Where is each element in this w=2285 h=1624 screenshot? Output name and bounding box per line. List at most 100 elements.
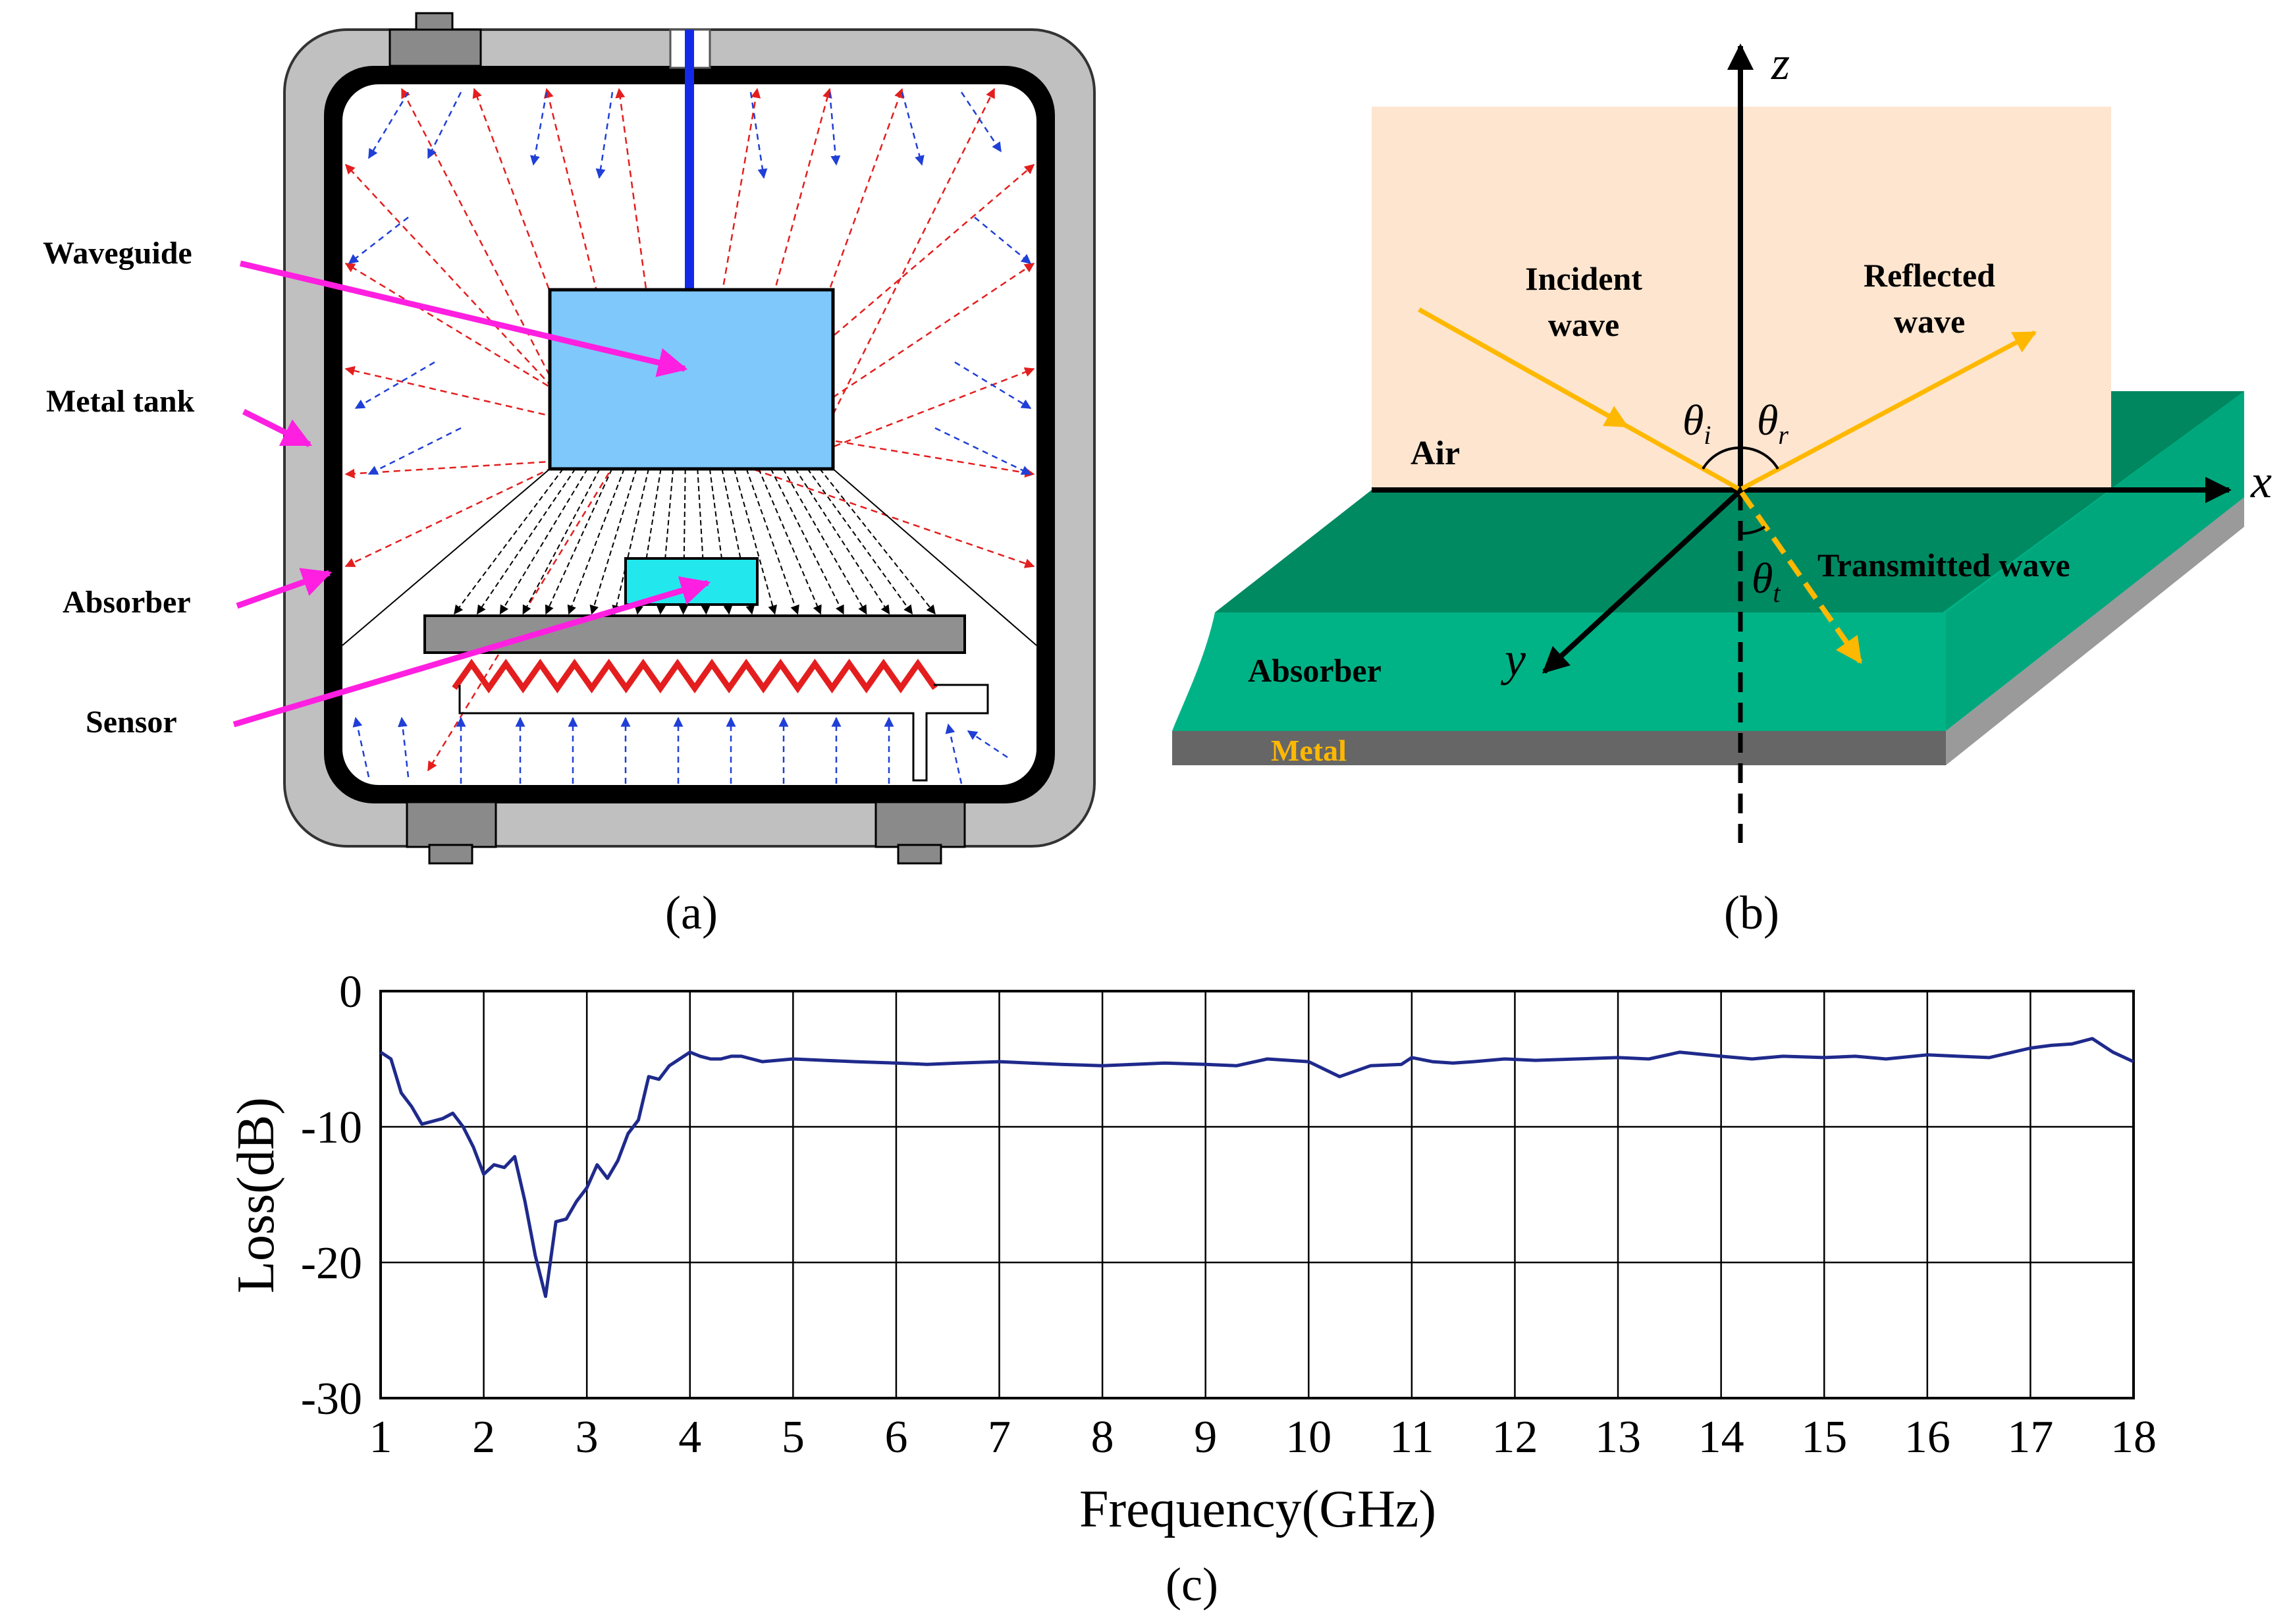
beam-ray bbox=[476, 468, 576, 615]
plot-area bbox=[379, 990, 2135, 1399]
reflected-wave bbox=[1740, 330, 2037, 491]
absorber-right-face bbox=[1946, 391, 2244, 731]
x-tick-label: 11 bbox=[1389, 1412, 1434, 1463]
angle-label-r: θr bbox=[1757, 396, 1788, 450]
transmitted-wave bbox=[1739, 491, 1863, 664]
pointer-metal-tank bbox=[242, 408, 313, 448]
label-waveguide: Waveguide bbox=[43, 236, 192, 271]
x-tick-label: 3 bbox=[576, 1412, 599, 1463]
x-tick-label: 1 bbox=[369, 1412, 392, 1463]
caption-c: (c) bbox=[1166, 1558, 1218, 1611]
beam-ray bbox=[758, 468, 822, 615]
caption-a: (a) bbox=[665, 886, 718, 939]
x-tick-label: 5 bbox=[782, 1412, 805, 1463]
blue-ray bbox=[828, 92, 841, 166]
beam-ray bbox=[612, 468, 649, 615]
red-ray bbox=[813, 367, 1035, 456]
pointer-sensor bbox=[232, 576, 711, 728]
axis-label-y: y bbox=[1500, 633, 1526, 686]
label-metal-tank: Metal tank bbox=[46, 384, 195, 419]
x-tick-label: 6 bbox=[884, 1412, 907, 1463]
base-plate bbox=[423, 614, 966, 654]
red-ray bbox=[740, 164, 1035, 416]
panel-b: Incident wave Reflected wave Air Transmi… bbox=[1172, 37, 2272, 939]
feed-line bbox=[685, 30, 694, 290]
x-tick-label: 4 bbox=[678, 1412, 701, 1463]
label-metal: Metal bbox=[1271, 734, 1347, 767]
blue-ray bbox=[934, 427, 1032, 475]
y-tick-label: -30 bbox=[301, 1374, 362, 1424]
bottom-bolt-left bbox=[428, 844, 473, 865]
label-sensor: Sensor bbox=[86, 705, 177, 740]
red-ray bbox=[344, 163, 560, 396]
label-absorber-a: Absorber bbox=[63, 585, 191, 620]
label-reflected-1: Reflected bbox=[1864, 257, 1995, 294]
x-tick-label: 8 bbox=[1091, 1412, 1114, 1463]
x-tick-label: 16 bbox=[1904, 1412, 1950, 1463]
beam-edge-right bbox=[832, 468, 1037, 646]
pointer-absorber bbox=[236, 568, 333, 609]
blue-ray bbox=[348, 217, 409, 264]
beam-ray bbox=[770, 468, 844, 615]
red-ray bbox=[595, 414, 1035, 568]
y-axis-label: Loss(dB) bbox=[227, 1097, 285, 1293]
blue-ray bbox=[960, 92, 1002, 153]
blue-ray bbox=[367, 92, 410, 159]
pointer-waveguide bbox=[239, 260, 688, 377]
beam-ray bbox=[782, 468, 867, 615]
metal-side bbox=[1946, 497, 2244, 765]
axis-label-z: z bbox=[1771, 37, 1790, 90]
axis-label-x: x bbox=[2250, 455, 2272, 508]
red-ray bbox=[400, 88, 561, 396]
bottom-bolt-right bbox=[897, 844, 942, 865]
beam-ray bbox=[522, 468, 601, 615]
label-air: Air bbox=[1411, 435, 1460, 472]
x-tick-label: 10 bbox=[1285, 1412, 1331, 1463]
angle-arc-i bbox=[1702, 446, 1741, 470]
red-ray bbox=[427, 434, 633, 772]
label-transmitted: Transmitted wave bbox=[1817, 547, 2070, 583]
angle-label-i: θi bbox=[1682, 396, 1711, 450]
label-reflected-2: wave bbox=[1894, 303, 1965, 340]
bottom-flange-right bbox=[874, 801, 966, 848]
beam-ray bbox=[795, 468, 890, 615]
label-incident-2: wave bbox=[1548, 306, 1619, 343]
y-axis bbox=[1542, 489, 1742, 674]
x-tick-label: 13 bbox=[1595, 1412, 1641, 1463]
x-tick-label: 18 bbox=[2110, 1412, 2157, 1463]
beam-ray bbox=[819, 468, 936, 615]
beam-ray bbox=[454, 468, 564, 615]
blue-ray bbox=[595, 92, 614, 179]
beam-ray bbox=[807, 468, 913, 615]
blue-ray bbox=[530, 92, 548, 166]
x-tick-label: 2 bbox=[472, 1412, 495, 1463]
chart-grid bbox=[379, 990, 2135, 1399]
y-tick-label: -10 bbox=[301, 1102, 362, 1153]
metal-front bbox=[1172, 731, 1946, 765]
label-incident-1: Incident bbox=[1525, 260, 1642, 297]
top-flange-left bbox=[389, 28, 482, 67]
label-absorber-b: Absorber bbox=[1248, 652, 1382, 689]
blue-ray bbox=[367, 427, 462, 475]
angle-arc-t bbox=[1740, 526, 1766, 535]
blue-ray bbox=[354, 361, 435, 410]
x-tick-label: 7 bbox=[988, 1412, 1011, 1463]
x-tick-label: 12 bbox=[1492, 1412, 1538, 1463]
waveguide bbox=[548, 288, 835, 471]
beam-edge-left bbox=[342, 468, 551, 646]
blue-ray bbox=[901, 92, 925, 166]
blue-ray bbox=[974, 217, 1032, 264]
series-line-loss bbox=[379, 1037, 2135, 1298]
beam-ray bbox=[567, 468, 625, 615]
scattered-rays-blue bbox=[348, 92, 1032, 784]
x-tick-label: 15 bbox=[1801, 1412, 1847, 1463]
bottom-flange-left bbox=[406, 801, 497, 848]
y-tick-label: -20 bbox=[301, 1238, 362, 1289]
red-ray bbox=[344, 453, 669, 479]
y-tick-label: 0 bbox=[339, 967, 362, 1017]
incident-wave-head bbox=[1418, 307, 1629, 429]
blue-ray bbox=[427, 92, 462, 159]
blue-ray bbox=[954, 361, 1032, 410]
